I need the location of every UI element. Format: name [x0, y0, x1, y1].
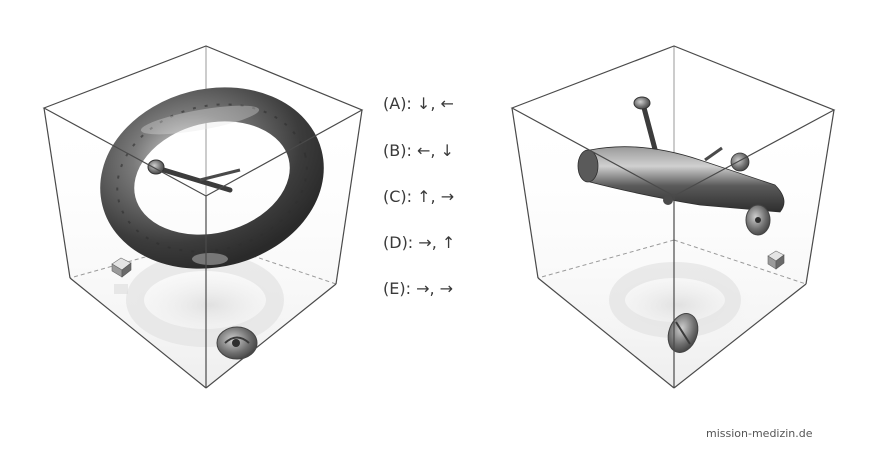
watermark: mission-medizin.de: [706, 427, 813, 440]
small-cube-left: [111, 257, 132, 294]
right-cube-edge: [537, 277, 675, 389]
answer-option-d[interactable]: (D): →, ↑: [383, 233, 456, 252]
right-cube-right-face: [674, 110, 834, 388]
answer-option-e[interactable]: (E): →, →: [383, 279, 454, 298]
answer-option-a[interactable]: (A): ↓, ←: [383, 94, 454, 113]
small-cube-right: [767, 250, 785, 270]
left-cube-edge: [69, 277, 207, 389]
disc-left: [216, 326, 258, 360]
right-cube: [510, 45, 836, 389]
right-cube-edge: [673, 283, 807, 389]
left-cube: [42, 45, 364, 389]
right-cube-hidden-edge: [537, 239, 675, 279]
left-cube-edge: [335, 109, 363, 285]
torus-base: [192, 253, 228, 265]
left-cube-edge: [43, 107, 71, 279]
answer-option-c[interactable]: (C): ↑, →: [383, 187, 455, 206]
right-cube-edge: [511, 107, 539, 279]
left-cube-edge: [205, 283, 337, 389]
right-cube-hidden-edge: [673, 239, 807, 285]
disc-right-upper: [745, 204, 771, 236]
torus: [100, 87, 324, 269]
disc-right: [667, 313, 699, 353]
right-cube-edge: [805, 109, 835, 285]
nail-left: [147, 159, 241, 193]
answer-option-b[interactable]: (B): ←, ↓: [383, 141, 454, 160]
